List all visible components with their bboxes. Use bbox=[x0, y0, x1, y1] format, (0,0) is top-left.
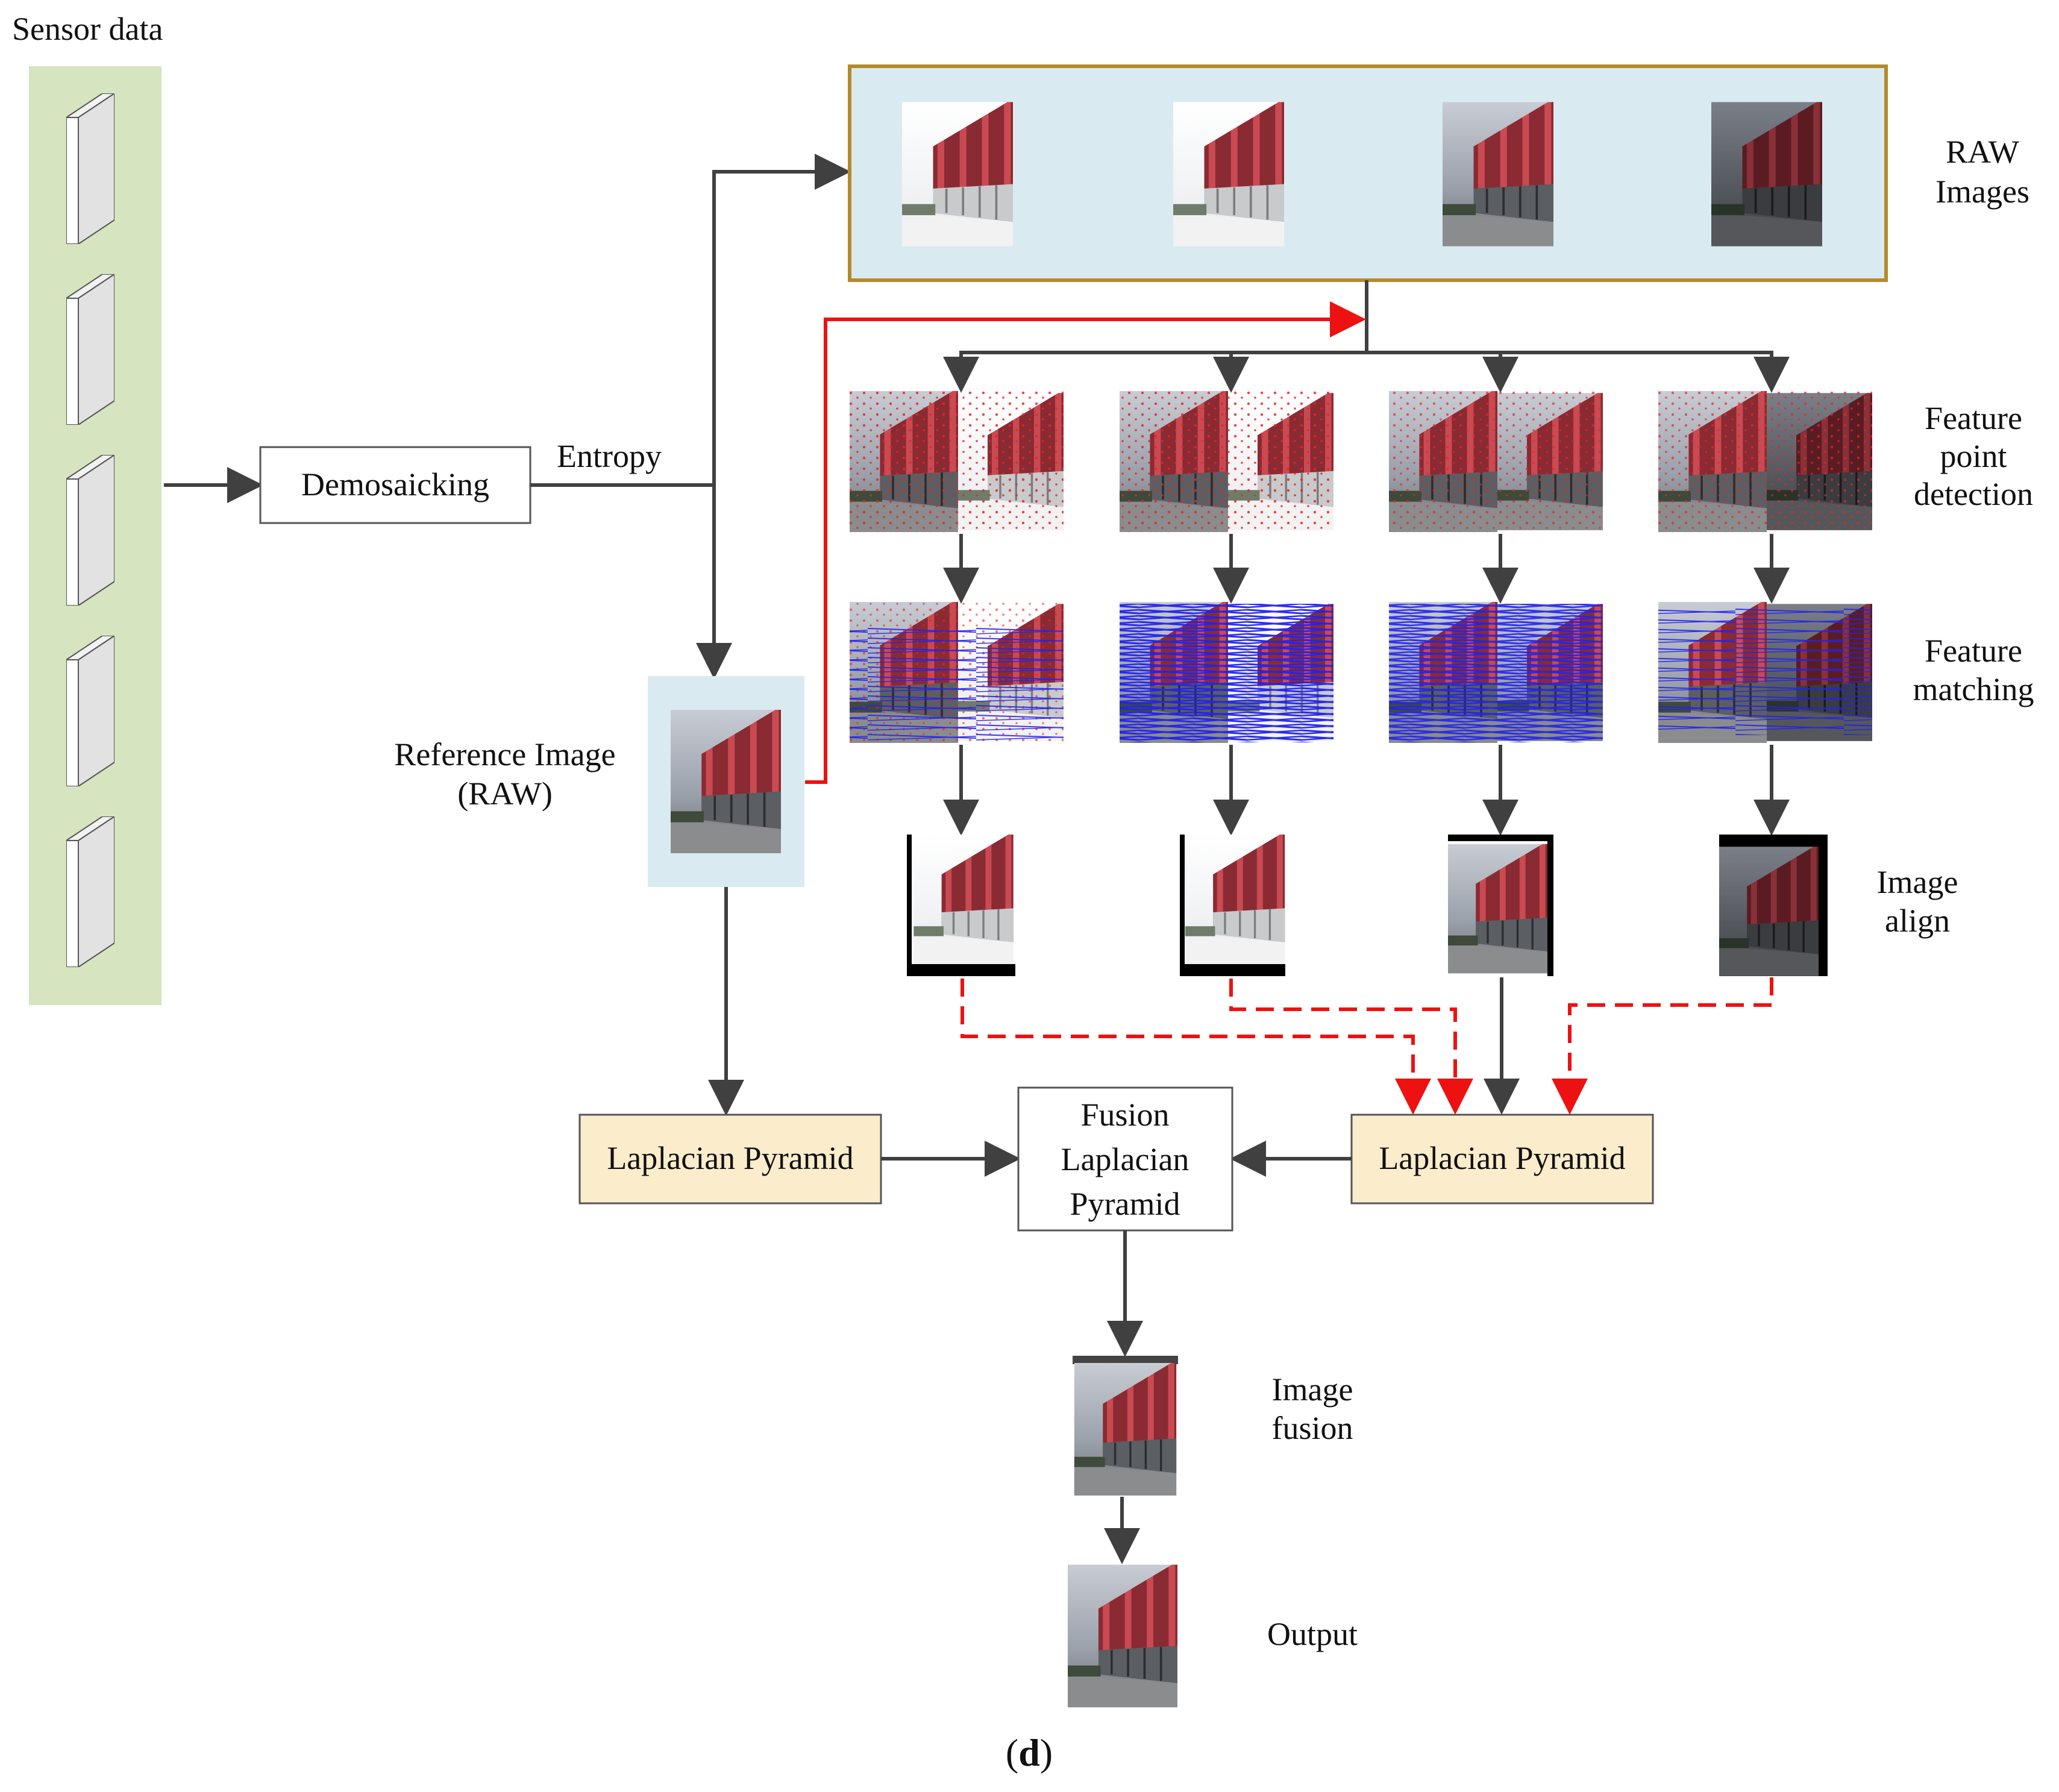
output-image bbox=[1068, 1564, 1177, 1708]
laplacian-pyramid-right-label: Laplacian Pyramid bbox=[1379, 1140, 1625, 1176]
sensor-plate bbox=[66, 636, 114, 786]
laplacian-pyramid-right bbox=[1350, 1114, 1654, 1205]
sensor-plate bbox=[66, 274, 114, 425]
arrows-to-feature-points bbox=[943, 351, 1790, 393]
aligned-image bbox=[1448, 835, 1553, 976]
arrows-to-align bbox=[943, 745, 1790, 836]
raw-image-thumbnail bbox=[1711, 101, 1822, 247]
demosaicking-box bbox=[259, 446, 531, 524]
feature-matching-label-line2: matching bbox=[1913, 671, 2034, 707]
aligned-image bbox=[1719, 835, 1828, 976]
feature-point-image bbox=[850, 390, 1064, 533]
feature-matching-label-line1: Feature bbox=[1925, 633, 2022, 669]
reference-image-label-line1: Reference Image bbox=[394, 736, 615, 772]
feature-point-label-line2: point bbox=[1940, 438, 2007, 474]
image-fusion-label-line1: Image bbox=[1272, 1371, 1353, 1408]
aligned-image bbox=[1180, 835, 1285, 976]
feature-point-label-line1: Feature bbox=[1925, 400, 2022, 436]
feature-point-label-line3: detection bbox=[1914, 476, 2033, 512]
sensor-plate bbox=[66, 816, 114, 967]
image-align-label-line2: align bbox=[1885, 903, 1950, 939]
feature-matching-image bbox=[850, 601, 1064, 744]
raw-image-thumbnail bbox=[902, 101, 1013, 247]
panel-label: (d) bbox=[1006, 1731, 1053, 1774]
raw-image-thumbnail bbox=[1443, 101, 1553, 247]
feature-matching-row bbox=[850, 601, 1872, 744]
demosaicking-label: Demosaicking bbox=[301, 466, 489, 503]
feature-point-image bbox=[1120, 390, 1333, 533]
fused-image bbox=[1073, 1356, 1178, 1496]
feature-matching-image bbox=[1120, 601, 1333, 744]
feature-point-image bbox=[1658, 390, 1872, 533]
feature-matching-image bbox=[1389, 601, 1603, 744]
raw-images-label-line1: RAW bbox=[1946, 134, 2019, 170]
image-align-row bbox=[907, 835, 1828, 976]
entropy-label: Entropy bbox=[557, 438, 662, 474]
image-fusion-label-line2: fusion bbox=[1272, 1410, 1353, 1446]
laplacian-pyramid-left bbox=[578, 1114, 882, 1205]
feature-point-image bbox=[1389, 390, 1603, 533]
fusion-label-line3: Pyramid bbox=[1070, 1186, 1180, 1222]
sensor-data-label: Sensor data bbox=[12, 11, 163, 47]
fusion-label-line2: Laplacian bbox=[1061, 1141, 1189, 1177]
reference-image-label-line2: (RAW) bbox=[457, 775, 553, 812]
sensor-plates bbox=[66, 93, 114, 967]
fusion-label-line1: Fusion bbox=[1080, 1097, 1169, 1133]
dashed-align-arrows bbox=[961, 977, 1773, 1115]
image-align-label-line1: Image bbox=[1877, 864, 1958, 900]
sensor-plate bbox=[66, 455, 114, 606]
laplacian-pyramid-left-label: Laplacian Pyramid bbox=[607, 1140, 853, 1176]
red-reference-arrow bbox=[805, 301, 1366, 784]
feature-matching-image bbox=[1658, 601, 1872, 744]
output-label: Output bbox=[1267, 1616, 1358, 1652]
feature-point-row bbox=[850, 390, 1872, 533]
reference-image-thumbnail bbox=[671, 710, 781, 853]
aligned-image bbox=[907, 835, 1015, 976]
raw-images-label-line2: Images bbox=[1935, 174, 2029, 210]
sensor-plate bbox=[66, 93, 114, 244]
arrows-to-matching bbox=[943, 534, 1790, 604]
raw-image-thumbnail bbox=[1173, 101, 1284, 247]
